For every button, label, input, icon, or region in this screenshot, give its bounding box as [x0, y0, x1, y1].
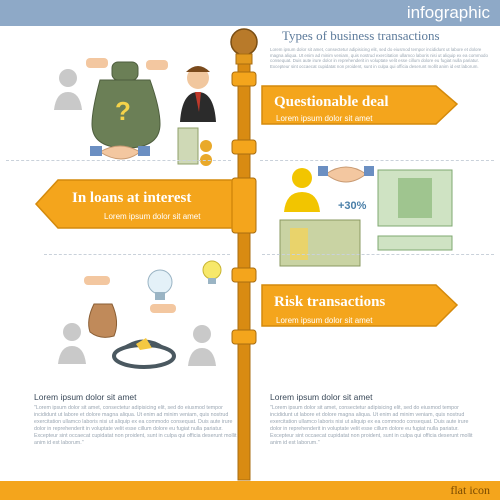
divider-left-top	[6, 160, 231, 161]
person-silhouette-icon	[54, 69, 82, 110]
divider-left-mid	[44, 254, 230, 255]
sign-risk-transactions	[261, 284, 459, 327]
column-left-text: "Lorem ipsum dolor sit amet, consectetur…	[34, 405, 237, 446]
sign-title-risk: Risk transactions	[274, 294, 386, 310]
coins-icon	[177, 127, 212, 166]
handshake-icon-2	[318, 166, 374, 183]
sign-subtitle-loans: Lorem ipsum dolor sit amet	[104, 212, 201, 221]
sign-subtitle-questionable: Lorem ipsum dolor sit amet	[276, 114, 373, 123]
money-stacks-icon	[279, 219, 361, 267]
intro-text: Lorem ipsum dolor sit amet, consectetur …	[270, 47, 488, 69]
hand-icon	[86, 58, 168, 70]
divider-right-top	[260, 160, 494, 161]
gold-person-icon	[284, 168, 320, 212]
column-left-title: Lorem ipsum dolor sit amet	[34, 392, 137, 402]
footer-label: flat icon	[450, 483, 490, 497]
question-mark: ?	[115, 96, 131, 126]
sign-title-questionable: Questionable deal	[274, 94, 389, 110]
footer-bar	[0, 481, 500, 500]
divider-right-mid	[262, 254, 494, 255]
person-silhouette-icon-3	[188, 325, 216, 366]
sign-in-loans	[34, 179, 233, 229]
column-right-text: "Lorem ipsum dolor sit amet, consectetur…	[270, 405, 473, 446]
signpost-pole	[230, 28, 258, 481]
page-title: Types of business transactions	[282, 28, 440, 43]
bear-trap-icon	[112, 338, 176, 369]
sign-questionable-deal	[261, 85, 459, 125]
money-bag-small-icon	[88, 303, 118, 338]
handshake-icon	[90, 145, 150, 160]
percent-label: +30%	[338, 200, 367, 212]
header-bar	[0, 0, 500, 26]
sign-subtitle-risk: Lorem ipsum dolor sit amet	[276, 316, 373, 325]
infographic-badge: infographic	[406, 3, 490, 22]
lightbulb-lit-icon	[202, 260, 222, 284]
person-silhouette-icon-2	[58, 323, 86, 364]
banknotes-icon	[377, 169, 453, 251]
businessman-icon	[180, 66, 216, 122]
money-bag-icon	[91, 61, 161, 149]
sign-title-loans: In loans at interest	[72, 190, 192, 206]
hand-icon-2	[84, 276, 176, 313]
lightbulb-icon	[147, 269, 173, 300]
column-right-title: Lorem ipsum dolor sit amet	[270, 392, 373, 402]
